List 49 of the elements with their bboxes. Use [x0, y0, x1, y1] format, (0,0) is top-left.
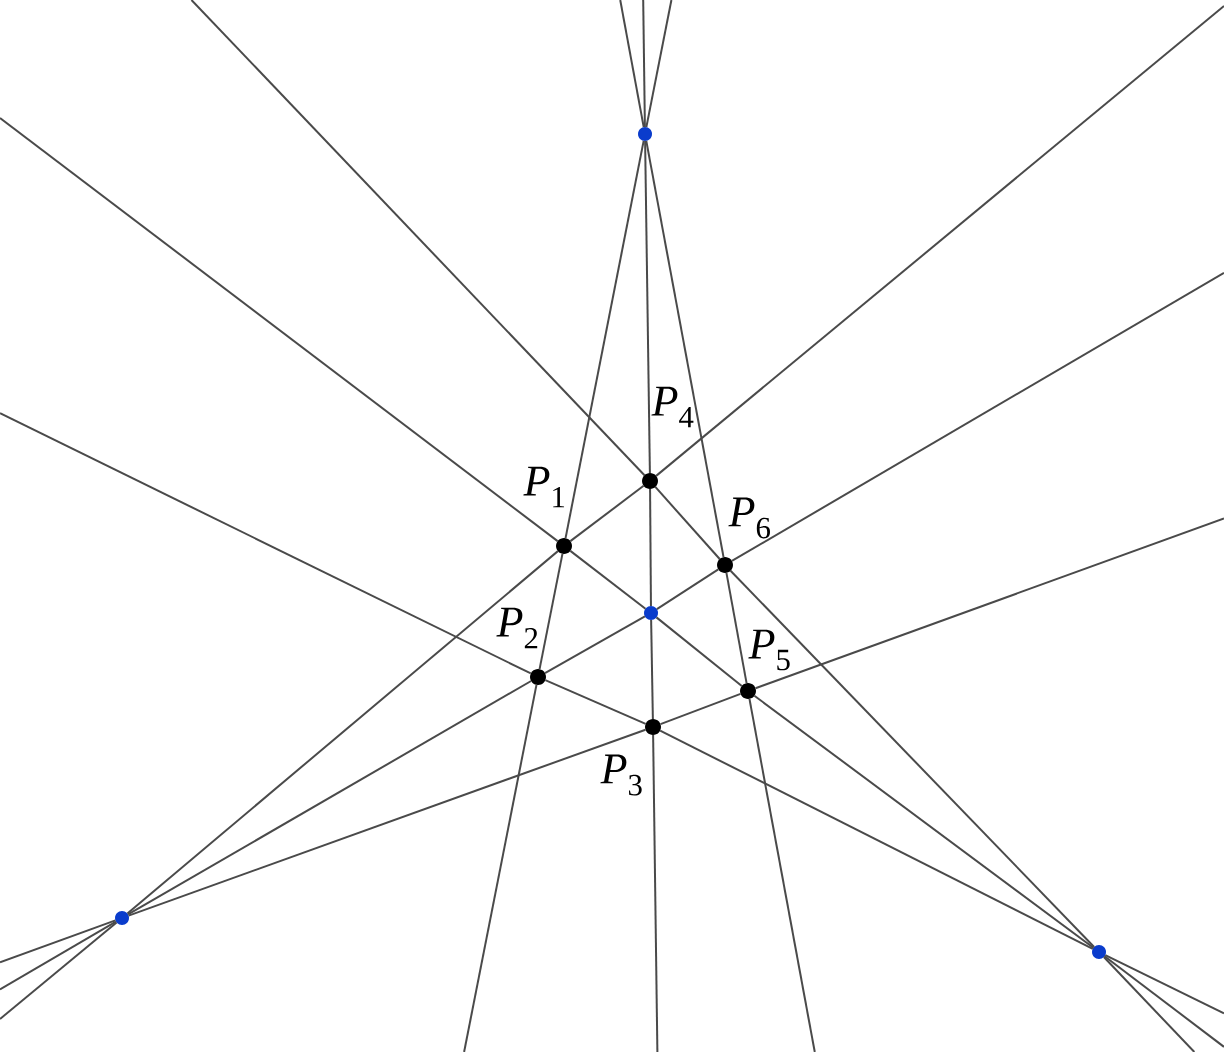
line	[644, 140, 651, 474]
line	[569, 484, 645, 543]
line	[190, 0, 646, 477]
line	[0, 921, 118, 1020]
line	[725, 571, 748, 685]
line	[538, 552, 564, 671]
line	[0, 117, 559, 543]
line	[569, 549, 647, 610]
line	[127, 728, 647, 917]
point-label: P$_{5}$	[748, 629, 790, 671]
point-label: P$_{4}$	[651, 386, 694, 428]
line	[645, 0, 673, 129]
line	[652, 734, 659, 1052]
line	[544, 679, 647, 725]
line	[126, 550, 559, 915]
line	[0, 412, 532, 675]
point-label: P$_{6}$	[728, 497, 770, 539]
point-label: P$_{1}$	[523, 466, 565, 508]
line	[655, 4, 1224, 477]
line	[649, 488, 652, 607]
line	[753, 694, 1095, 949]
line	[659, 729, 1094, 950]
line	[0, 920, 117, 991]
line	[1104, 954, 1224, 1015]
line	[127, 680, 533, 916]
line	[543, 615, 646, 675]
line	[729, 569, 1096, 948]
line	[1103, 955, 1224, 1048]
line	[1102, 956, 1196, 1052]
line	[748, 697, 816, 1052]
point	[1092, 945, 1106, 959]
line	[619, 0, 645, 129]
point	[638, 127, 652, 141]
point-label: P$_{2}$	[496, 607, 538, 649]
line	[754, 517, 1224, 690]
line	[730, 271, 1224, 562]
line	[650, 619, 654, 720]
line	[645, 139, 725, 559]
line	[0, 919, 117, 964]
line	[642, 0, 646, 128]
line	[659, 692, 742, 726]
point-label: P$_{3}$	[600, 754, 642, 796]
line	[463, 683, 538, 1052]
line	[655, 568, 720, 611]
line	[564, 139, 645, 540]
point	[644, 606, 658, 620]
point	[115, 911, 129, 925]
line	[654, 485, 721, 560]
line	[655, 616, 743, 687]
